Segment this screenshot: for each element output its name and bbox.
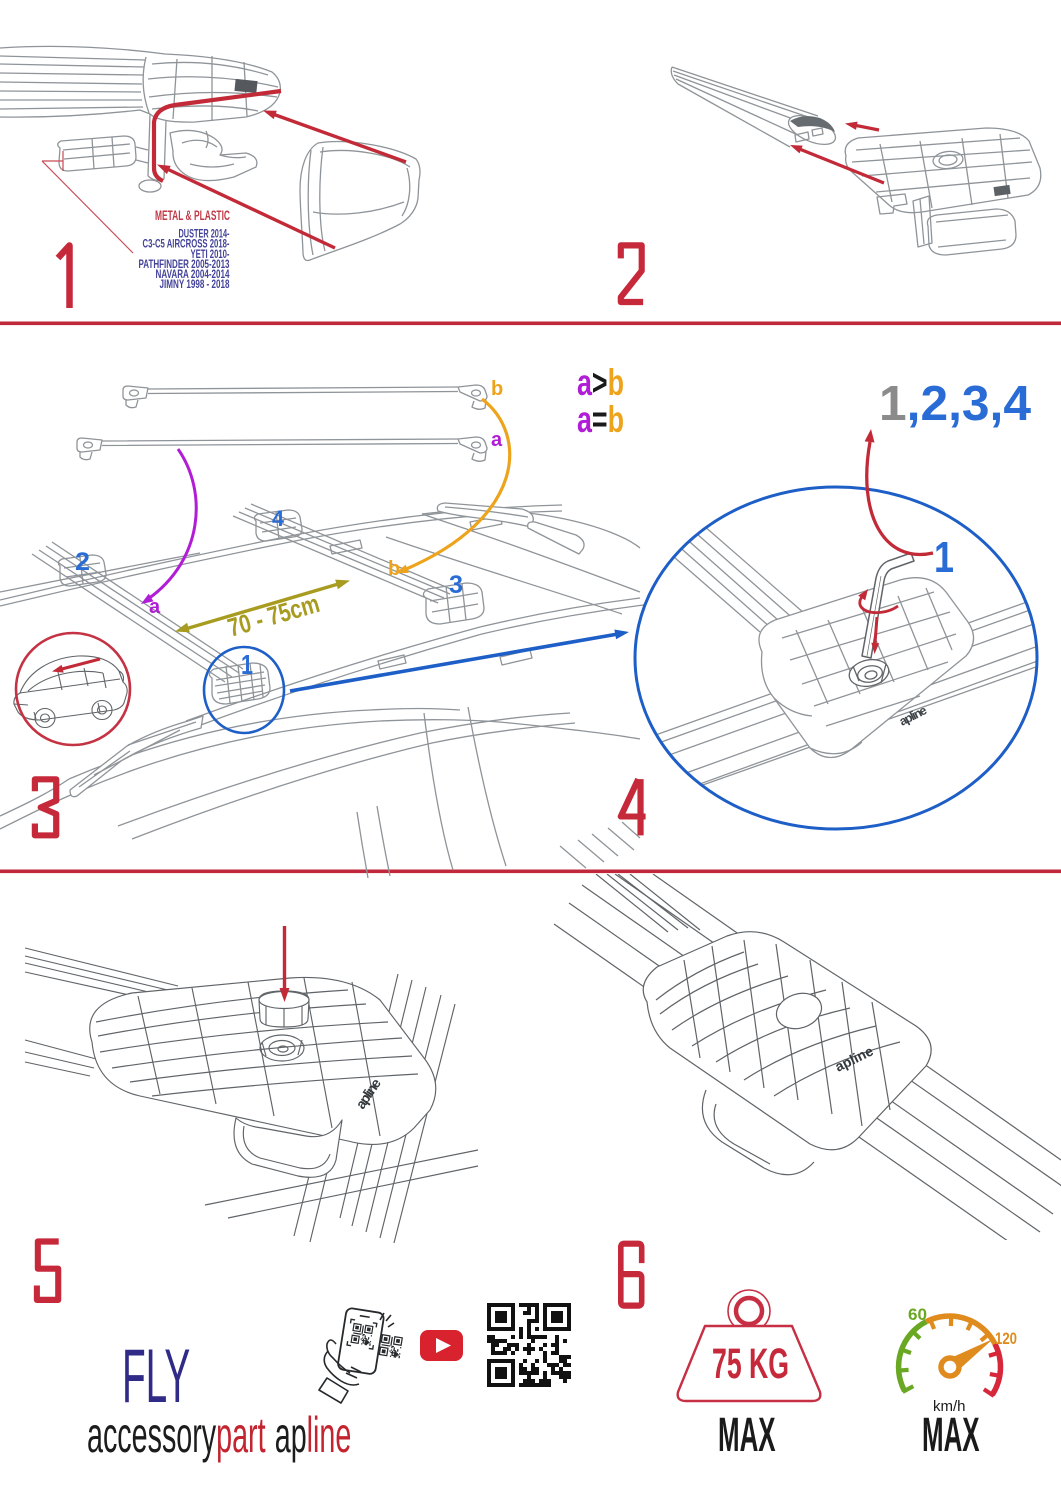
svg-text:120: 120	[995, 1329, 1017, 1348]
svg-text:C3-C5 AIRCROSS 2018-: C3-C5 AIRCROSS 2018-	[143, 239, 230, 251]
svg-text:DUSTER 2014-: DUSTER 2014-	[179, 229, 230, 241]
svg-text:METAL & PLASTIC: METAL & PLASTIC	[155, 208, 230, 223]
svg-text:70 - 75cm: 70 - 75cm	[224, 588, 323, 643]
svg-text:km/h: km/h	[933, 1398, 966, 1415]
svg-text:MAX: MAX	[718, 1409, 776, 1463]
svg-text:75 KG: 75 KG	[712, 1340, 789, 1388]
svg-text:b: b	[491, 378, 503, 400]
svg-text:60: 60	[908, 1305, 927, 1324]
svg-text:JIMNY 1998 - 2018: JIMNY 1998 - 2018	[160, 279, 230, 291]
svg-text:FLY: FLY	[122, 1333, 190, 1419]
svg-text:1: 1	[934, 533, 954, 582]
svg-text:PATHFINDER 2005-2013: PATHFINDER 2005-2013	[139, 259, 230, 271]
svg-text:4: 4	[272, 506, 285, 531]
svg-text:b: b	[388, 558, 400, 580]
svg-text:a>b: a>b	[577, 362, 624, 403]
svg-text:a: a	[491, 429, 503, 451]
svg-text:a: a	[149, 596, 161, 618]
svg-text:2: 2	[75, 548, 90, 576]
svg-text:NAVARA 2004-2014: NAVARA 2004-2014	[156, 269, 230, 281]
svg-text:MAX: MAX	[922, 1409, 980, 1463]
svg-text:3: 3	[449, 571, 463, 599]
svg-text:1: 1	[241, 649, 253, 680]
svg-text:1,2,3,4: 1,2,3,4	[879, 376, 1031, 431]
svg-text:YETI 2010-: YETI 2010-	[191, 249, 230, 261]
svg-text:a=b: a=b	[577, 399, 624, 440]
